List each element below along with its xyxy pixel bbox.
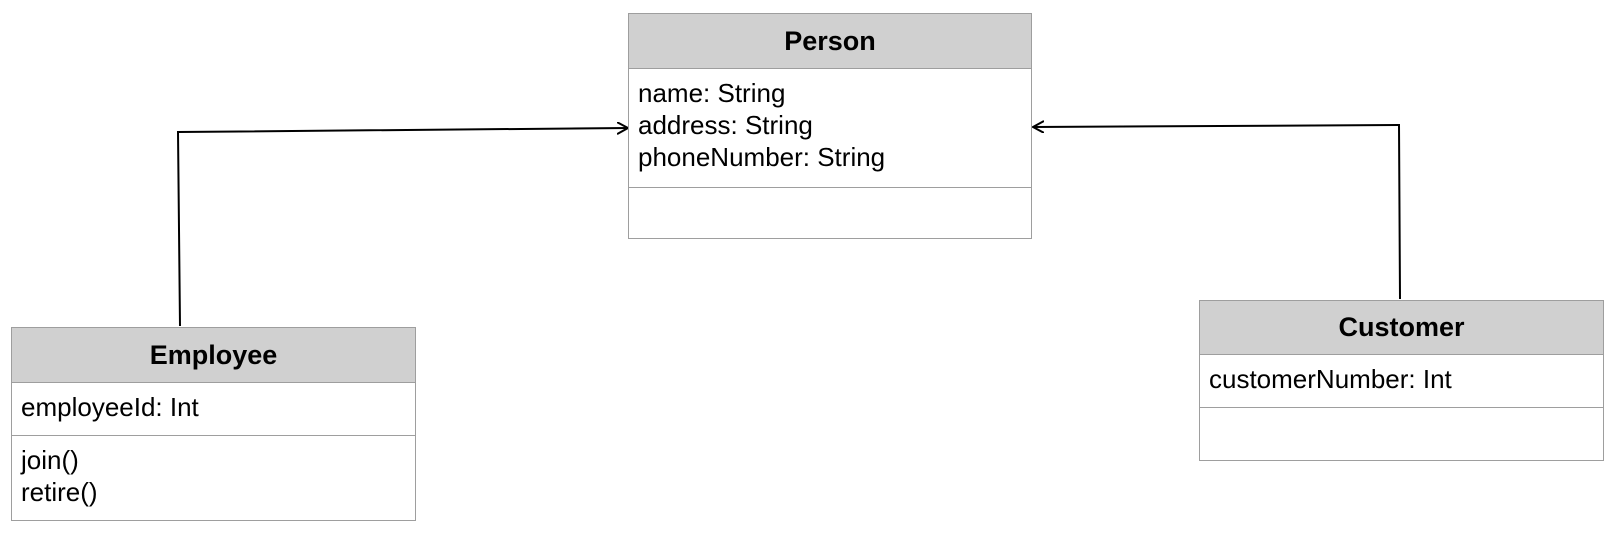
- employee-attribute: employeeId: Int: [21, 392, 199, 422]
- customer-class[interactable]: Customer customerNumber: Int: [1199, 300, 1604, 461]
- employee-class[interactable]: Employee employeeId: Int join() retire(): [11, 327, 416, 521]
- employee-attributes: employeeId: Int: [12, 383, 415, 435]
- employee-operation: join(): [21, 445, 79, 475]
- customer-attribute: customerNumber: Int: [1209, 364, 1452, 394]
- employee-to-person-connector: [176, 128, 628, 327]
- customer-to-person-connector: [1033, 125, 1401, 300]
- person-attribute: name: String: [638, 78, 786, 108]
- employee-operations: join() retire(): [12, 435, 415, 520]
- person-attribute: phoneNumber: String: [638, 142, 886, 172]
- person-operations: [629, 187, 1031, 238]
- person-class[interactable]: Person name: String address: String phon…: [628, 13, 1032, 239]
- person-attributes: name: String address: String phoneNumber…: [629, 69, 1031, 187]
- employee-class-name: Employee: [12, 328, 415, 383]
- person-attribute: address: String: [638, 110, 813, 140]
- customer-operations: [1200, 407, 1603, 460]
- person-class-name: Person: [629, 14, 1031, 69]
- customer-attributes: customerNumber: Int: [1200, 355, 1603, 407]
- employee-operation: retire(): [21, 477, 98, 507]
- customer-class-name: Customer: [1200, 301, 1603, 355]
